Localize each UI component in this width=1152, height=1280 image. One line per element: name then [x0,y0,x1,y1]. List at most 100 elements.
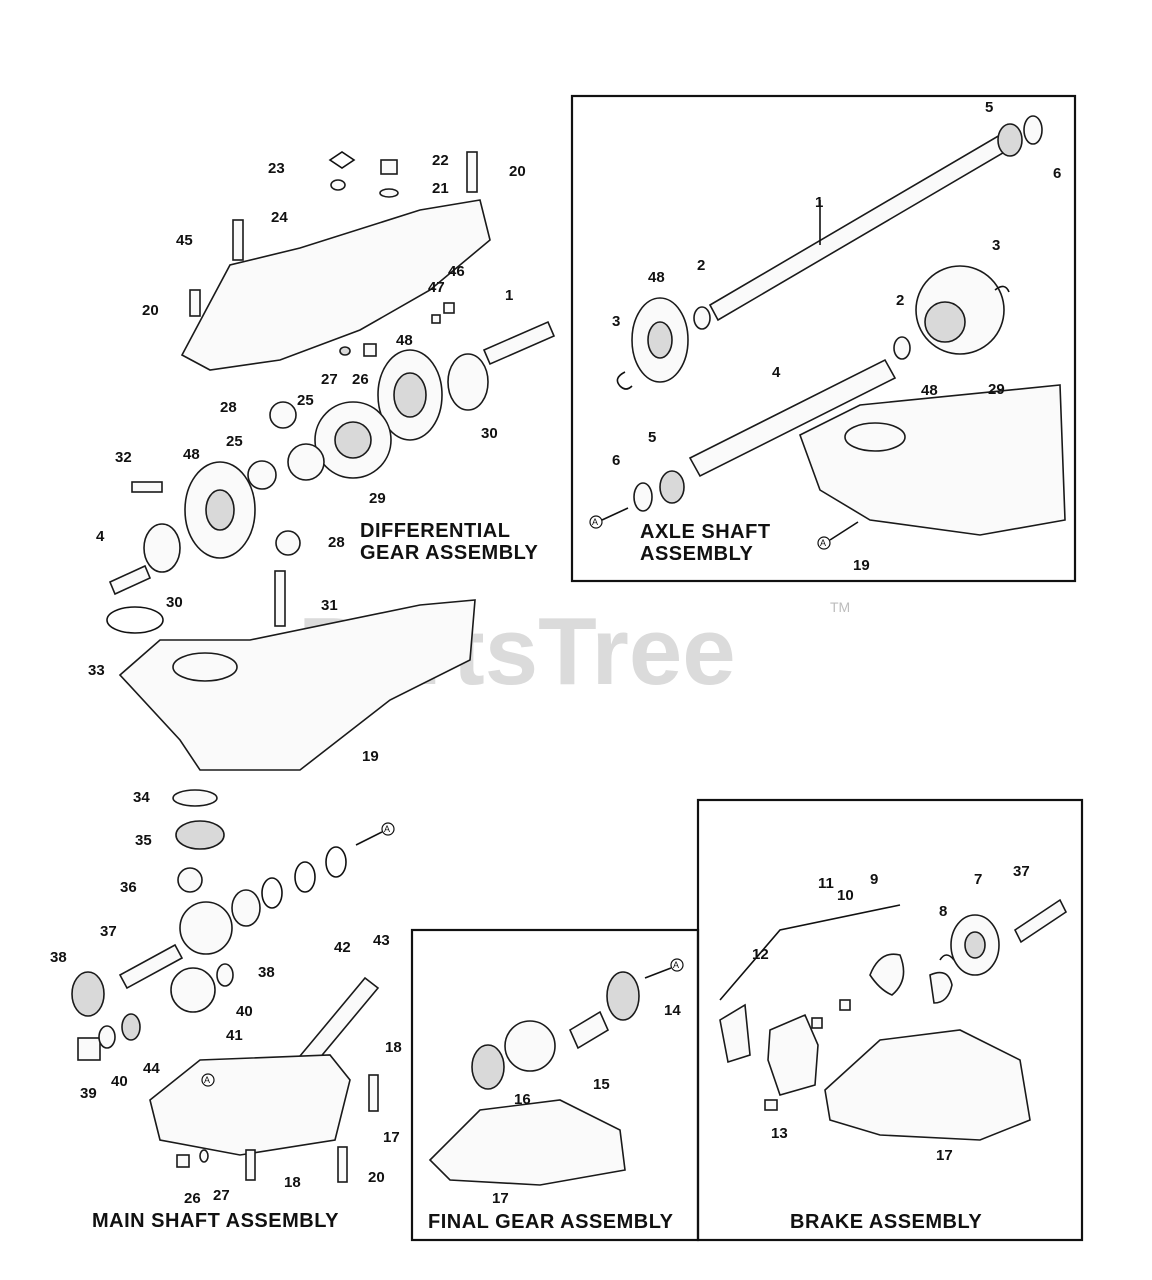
callout-final-14: 14 [664,1002,681,1019]
svg-text:A: A [204,1075,210,1085]
housing-part-19-axle [799,384,1066,536]
axle-shaft-part-1-diff [482,320,556,366]
differential-hub-part-48-axle [631,297,689,383]
bushing-part-39 [77,1037,101,1061]
clip-part-3-right [994,285,1010,293]
differential-title-line1: DIFFERENTIAL [360,520,510,542]
callout-diff-25: 25 [297,392,314,409]
callout-diff-32: 32 [115,449,132,466]
brake-plate-part-12 [767,1013,819,1096]
cover-part-24 [180,199,491,371]
callout-diff-28: 28 [220,399,237,416]
axle-shaft-title-line1: AXLE SHAFT [640,521,771,543]
callout-axle-29: 29 [988,381,1005,398]
callout-main-41: 41 [226,1027,243,1044]
callout-main-35: 35 [135,832,152,849]
ring-gear-part-29-axle [915,265,1005,355]
pinion-part-28-top [269,401,297,429]
callout-diff-26: 26 [352,371,369,388]
bearing-part-30-bottom [143,523,181,573]
brake-lever-plate [719,1003,751,1064]
callout-main-36: 36 [120,879,137,896]
housing-part-19-diff [118,599,476,771]
svg-text:A: A [592,517,598,527]
bearing-part-5-bottom [659,470,685,504]
final-gear-title: FINAL GEAR ASSEMBLY [428,1211,674,1233]
bevel-gear-part-36 [179,901,233,955]
callout-diff-21: 21 [432,180,449,197]
callout-diff-19: 19 [362,748,379,765]
oring-part-21 [379,188,399,198]
bearing-part-38-left [71,971,105,1017]
shim-part-42-c [325,846,347,878]
housing-part-17-final [428,1099,626,1186]
brake-pad-part-9 [869,953,905,996]
callout-brake-11: 11 [818,875,834,892]
washer-part-27-main [199,1149,209,1163]
callout-main-18: 18 [385,1039,402,1056]
callout-main-26: 26 [184,1190,201,1207]
bevel-gear-part-36-top [177,867,203,893]
callout-final-16: 16 [514,1091,531,1108]
callout-axle-1: 1 [815,194,823,211]
washer-part-2-left [693,306,711,330]
bearing-part-14 [606,971,640,1021]
callout-diff-45: 45 [176,232,193,249]
callout-diff-23: 23 [268,160,285,177]
bolt-part-18-bottom [245,1149,256,1181]
bearing-part-30-top [447,353,489,411]
callout-main-17: 17 [383,1129,400,1146]
bearing-part-35 [175,820,225,850]
differential-title-line2: GEAR ASSEMBLY [360,542,539,564]
callout-main-42: 42 [334,939,351,956]
callout-axle-3b: 3 [992,237,1000,254]
callout-diff-48: 48 [396,332,413,349]
watermark-trademark: TM [830,599,850,615]
nut-part-10 [811,1017,823,1029]
side-gear-part-25-right [287,443,325,481]
final-gear-assembly: A 14 15 16 17 FINAL GEAR ASSEMBLY [410,928,700,1242]
callout-diff-24: 24 [271,209,288,226]
callout-final-17: 17 [492,1190,509,1207]
callout-brake-8: 8 [939,903,947,920]
bolt-part-20-top [466,151,478,193]
bolt-part-20-left [189,289,201,317]
callout-main-43: 43 [373,932,390,949]
callout-main-39: 39 [80,1085,97,1102]
callout-diff-29: 29 [369,490,386,507]
bearing-part-44 [121,1013,141,1041]
pinion-part-28-bottom [275,530,301,556]
callout-diff-48b: 48 [183,446,200,463]
brake-leader-bracket [719,904,901,1001]
washer-part-2-right [893,336,911,360]
callout-main-44: 44 [143,1060,160,1077]
callout-main-40b: 40 [111,1073,128,1090]
callout-brake-7: 7 [974,871,982,888]
callout-axle-48: 48 [648,269,665,286]
plug-part-22 [380,159,398,175]
callout-main-38b: 38 [258,964,275,981]
callout-main-34: 34 [133,789,150,806]
callout-diff-47: 47 [428,279,445,296]
callout-axle-6: 6 [1053,165,1061,182]
callout-diff-27: 27 [321,371,338,388]
plug-part-26-main [176,1154,190,1168]
side-gear-part-25-left [247,460,277,490]
brake-shoe-part-8 [929,971,953,1004]
bearing-part-16 [471,1044,505,1090]
ref-marker-a-final: A [644,958,684,979]
callout-diff-20: 20 [509,163,526,180]
callout-axle-48b: 48 [921,382,938,399]
callout-brake-37: 37 [1013,863,1030,880]
shim-part-42-a [261,877,283,909]
bolt-part-18-top [368,1074,379,1112]
callout-diff-25b: 25 [226,433,243,450]
brake-assembly: 11 10 9 7 37 8 12 13 17 BRAKE ASSEMBLY [696,798,1084,1242]
pin-part-11 [839,999,851,1011]
callout-axle-3: 3 [612,313,620,330]
housing-part-17-brake [824,1029,1031,1141]
cross-shaft-part-31 [274,570,286,627]
svg-text:A: A [820,538,826,548]
plug-part-26 [363,343,377,357]
callout-diff-22: 22 [432,152,449,169]
